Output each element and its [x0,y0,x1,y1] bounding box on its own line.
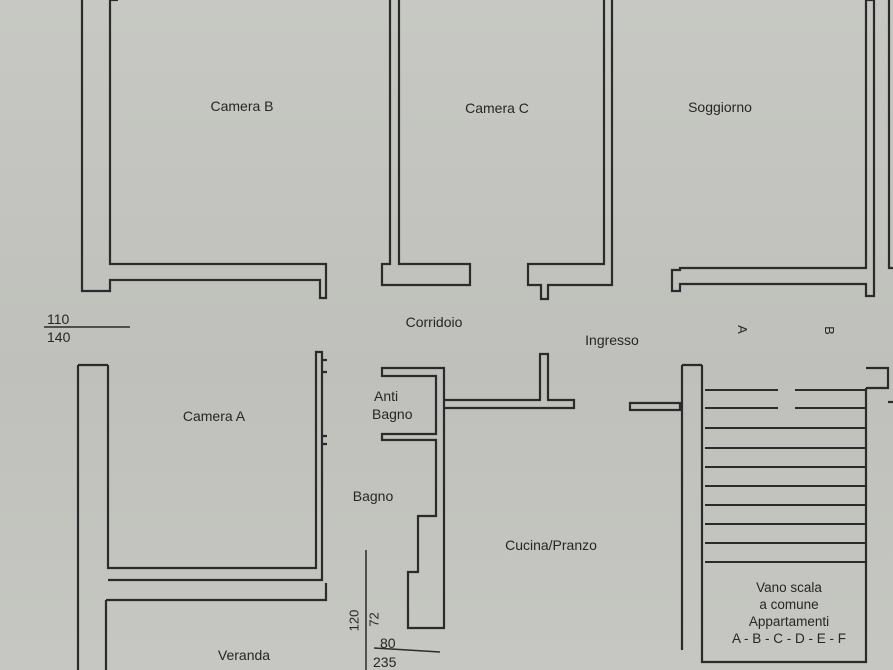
stair-letter-a: A [734,325,750,334]
cucina-pranzo-label: Cucina/Pranzo [505,537,597,553]
dimension-120: 120 [346,609,362,632]
stair-label-line3: Appartamenti [748,614,830,629]
veranda-label: Veranda [217,647,271,663]
camera-b-walls [80,0,328,300]
camera-a-walls [76,350,328,670]
dimension-72: 72 [366,612,382,627]
dimension-80: 80 [380,635,396,651]
stair-treads [705,389,866,563]
stair-letter-b: B [821,326,837,335]
soggiorno-label: Soggiorno [688,99,752,115]
stair-label-line1: Vano scala [756,580,822,595]
ingresso-wall [628,363,893,664]
bagno-walls [380,352,576,630]
camera-c-label: Camera C [465,100,529,116]
bagno-label: Bagno [352,488,394,504]
ingresso-label: Ingresso [585,332,639,348]
soggiorno-walls [670,0,893,298]
camera-a-label: Camera A [182,408,246,424]
anti-bagno-label-line2: Bagno [372,406,413,422]
anti-bagno-label-line1: Anti [374,388,399,404]
camera-c-walls [380,0,614,301]
corridoio-label: Corridoio [405,314,463,330]
stair-label-line2: a comune [759,597,819,612]
dimension-110: 110 [47,311,70,327]
stair-label-line4: A - B - C - D - E - F [732,631,846,646]
camera-b-label: Camera B [210,98,274,114]
dimension-lines [44,326,441,670]
dimension-235: 235 [373,654,397,670]
dimension-140: 140 [47,329,71,345]
